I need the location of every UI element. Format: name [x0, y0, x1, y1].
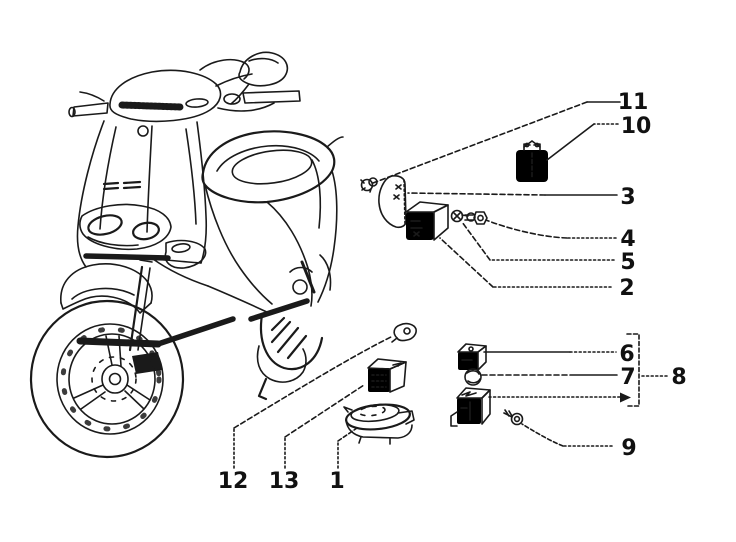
callout-8: 8 [671, 365, 686, 390]
scooter-mirror [230, 51, 289, 105]
leader-11 [372, 101, 621, 184]
scooter-front-fork [128, 259, 162, 374]
callout-12: 12 [218, 469, 249, 494]
leader-4 [485, 219, 617, 239]
scooter-front-wheel [29, 299, 185, 459]
callout-10: 10 [621, 114, 652, 139]
callout-5: 5 [620, 250, 635, 275]
callout-labels: 11 10 3 4 5 2 6 7 8 9 12 13 1 [218, 90, 687, 494]
part-8-regulator [450, 387, 491, 427]
leader-13 [284, 384, 365, 469]
callout-11: 11 [618, 90, 649, 115]
scooter-front-shield [76, 120, 208, 268]
scooter-rear-body [204, 159, 338, 307]
part-11-fastener [360, 177, 378, 193]
leader-9 [521, 423, 613, 447]
part-13-relay [367, 358, 407, 393]
leader-12 [233, 336, 392, 469]
leader-arrow [488, 392, 631, 403]
part-1-horn [343, 403, 415, 445]
callout-13: 13 [269, 469, 300, 494]
scooter-floorboard [76, 239, 270, 348]
callout-6: 6 [619, 342, 634, 367]
scooter-rear-wheel [248, 260, 324, 401]
callout-9: 9 [621, 436, 636, 461]
leader-3 [407, 192, 618, 196]
callout-3: 3 [620, 185, 635, 210]
callout-7: 7 [620, 365, 635, 390]
part-3-bracket-plate [378, 175, 407, 229]
leader-10 [546, 123, 619, 161]
part-7-grommet [464, 368, 482, 386]
callout-4: 4 [620, 227, 635, 252]
leader-1 [337, 427, 358, 469]
scooter-headlights [79, 203, 172, 261]
part-2-relay [405, 201, 449, 241]
part-12-clip [391, 322, 417, 343]
leader-8-bracket [626, 333, 668, 407]
part-6-sensor [457, 343, 487, 371]
scooter-illustration [29, 51, 344, 459]
leader-5 [461, 221, 615, 261]
part-4-bolt [464, 211, 488, 225]
part-10-relay [516, 140, 548, 182]
callout-1: 1 [329, 469, 344, 494]
callout-2: 2 [619, 276, 634, 301]
leader-lines [233, 101, 668, 469]
part-9-screw [503, 409, 524, 426]
leader-2 [439, 237, 612, 288]
scooter-handlebar [68, 58, 301, 123]
scooter-seat [201, 130, 344, 204]
